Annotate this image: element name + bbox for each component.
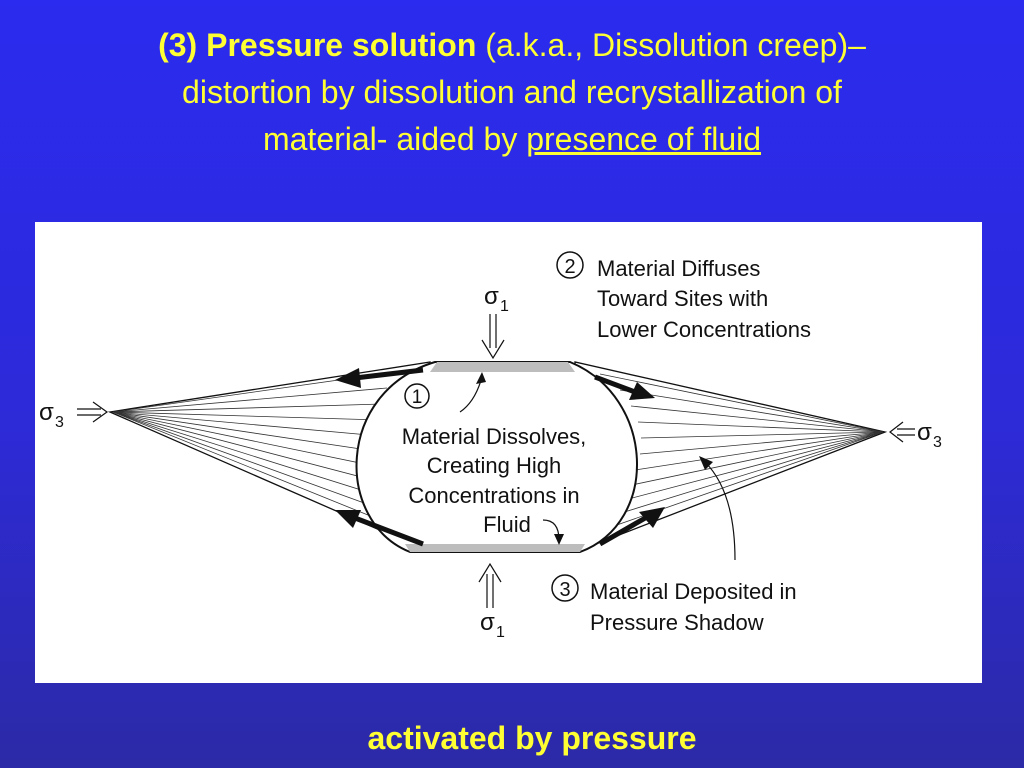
step2-line-3: Lower Concentrations [597,317,811,342]
sigma3-left-arrow [77,401,109,423]
step2-circle [556,251,584,279]
title-emphasis: presence of fluid [526,121,762,157]
sigma1-top-arrow [481,314,505,360]
sigma3-right-symbol: σ [917,419,932,446]
title-line-2: distortion by dissolution and recrystall… [182,74,842,110]
step1-circle [404,383,430,409]
slide-title: (3) Pressure solution (a.k.a., Dissoluti… [20,22,1004,163]
sigma1-bottom-arrow [478,562,502,608]
sigma1-top-symbol: σ [484,283,499,310]
title-aka: (a.k.a., Dissolution creep)– [485,27,866,63]
right-fiber-lines [590,373,884,535]
step3-circle [551,574,579,602]
step1-pointer-up-head [476,372,486,384]
step3-pointer-head [699,456,713,470]
step2-number: 2 [564,256,575,278]
sigma3-right-subscript: 3 [933,434,942,451]
footer-caption: activated by pressure [367,720,697,756]
step3-line-2: Pressure Shadow [590,610,764,635]
bottom-dissolution-zone [405,544,585,552]
sigma1-bottom-symbol: σ [480,609,495,636]
step2-line-2: Toward Sites with [597,286,768,311]
diagram-panel: σ 1 σ 1 σ 3 σ 3 1 Material Dissolves, Cr… [35,222,982,683]
pressure-solution-diagram: σ 1 σ 1 σ 3 σ 3 1 Material Dissolves, Cr… [39,251,942,641]
sigma1-top-subscript: 1 [500,298,509,315]
step1-number: 1 [412,387,423,408]
sigma1-bottom-subscript: 1 [496,624,505,641]
step1-line-4: Fluid [483,512,531,537]
title-term: Pressure solution [206,27,477,63]
sigma3-left-symbol: σ [39,399,54,426]
step1-line-2: Creating High [427,453,562,478]
step1-line-3: Concentrations in [408,483,579,508]
sigma3-left-subscript: 3 [55,414,64,431]
sigma3-right-arrow [889,421,915,443]
step1-pointer-down-head [554,534,564,545]
title-number: (3) [158,27,198,63]
step1-line-1: Material Dissolves, [402,424,587,449]
top-dissolution-zone [430,362,575,372]
step2-line-1: Material Diffuses [597,256,760,281]
title-line-3-prefix: material- aided by [262,121,518,157]
step3-pointer [704,461,736,561]
step3-number: 3 [559,579,570,601]
diffusion-arrows [335,367,665,547]
step3-line-1: Material Deposited in [590,579,797,604]
